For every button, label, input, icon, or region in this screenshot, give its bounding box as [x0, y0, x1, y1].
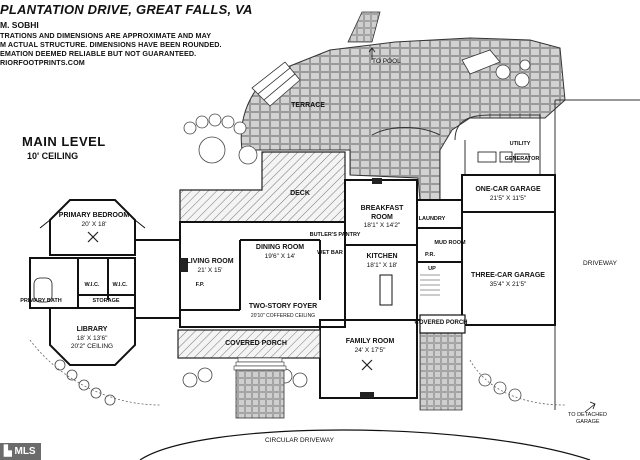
room-name: ONE-CAR GARAGE: [475, 186, 541, 193]
room-two-story-foyer: TWO-STORY FOYER 20'10" COFFERED CEILING: [249, 303, 317, 320]
room-deck: DECK: [290, 190, 310, 199]
mls-text: MLS: [14, 446, 36, 457]
deck: [179, 151, 346, 223]
mls-icon: ▙: [4, 446, 12, 457]
level-name: MAIN LEVEL: [22, 134, 106, 149]
label-laundry: LAUNDRY: [418, 216, 446, 222]
room-name: DECK: [290, 190, 310, 197]
header-website: RIORFOOTPRINTS.COM: [0, 58, 85, 67]
room-name: KITCHEN: [366, 253, 398, 260]
room-name: THREE-CAR GARAGE: [471, 272, 545, 279]
level-ceiling: 10' CEILING: [27, 151, 79, 161]
header-author: M. SOBHI: [0, 20, 39, 30]
room-name: TERRACE: [291, 102, 325, 109]
room-terrace: TERRACE: [291, 102, 325, 111]
kitchen-island: [379, 274, 393, 306]
room-one-car-garage: ONE-CAR GARAGE 21'5" X 11'5": [475, 186, 540, 203]
room-name: TWO-STORY FOYER: [248, 303, 318, 310]
label-circular-driveway: CIRCULAR DRIVEWAY: [265, 437, 334, 444]
room-dims: 20' X 18': [81, 220, 107, 228]
room-dims: 35'4" X 21'5": [489, 280, 527, 288]
room-dims: 19'6" X 14': [264, 252, 296, 260]
room-library: LIBRARY 18' X 13'6" 20'2" CEILING: [71, 326, 113, 352]
room-dims: 18'1" X 14'2": [363, 222, 401, 229]
room-dims: 18'1" X 18': [366, 261, 398, 269]
label-to-pool: TO POOL: [372, 58, 401, 65]
staircase: [420, 274, 440, 296]
label-wet-bar: WET BAR: [317, 250, 343, 256]
header-title: PLANTATION DRIVE, GREAT FALLS, VA: [0, 2, 253, 17]
label-mud-room: MUD ROOM: [434, 240, 466, 246]
room-ceiling: 20'10" COFFERED CEILING: [250, 312, 316, 319]
room-dims: 24' X 17'5": [354, 346, 386, 354]
room-name: FAMILY ROOM: [345, 338, 395, 345]
label-fp: F.P.: [195, 282, 205, 288]
front-walkway: [235, 369, 285, 419]
front-covered-porch: [177, 329, 321, 359]
label-generator: GENERATOR: [504, 156, 540, 162]
label-garage: GARAGE: [576, 419, 600, 425]
room-dims: 21'5" X 11'5": [489, 194, 527, 202]
mls-watermark: ▙ MLS: [0, 443, 41, 460]
room-name: LIBRARY: [76, 326, 108, 333]
driveway-lines: [454, 99, 640, 410]
label-storage: STORAGE: [92, 298, 120, 304]
room-dining-room: DINING ROOM 19'6" X 14': [256, 244, 304, 261]
room-name-line2: ROOM: [371, 213, 393, 221]
room-primary-bedroom: PRIMARY BEDROOM 20' X 18': [59, 212, 129, 229]
room-dims: 18' X 13'6": [76, 334, 108, 342]
room-dims: 21' X 15': [197, 266, 223, 274]
label-pr: P.R.: [425, 252, 435, 258]
label-wic-2: W.I.C.: [112, 282, 128, 288]
header-disclaimer-1: TRATIONS AND DIMENSIONS ARE APPROXIMATE …: [0, 31, 212, 40]
label-primary-bath: PRIMARY BATH: [20, 298, 62, 304]
room-name: COVERED PORCH: [414, 320, 468, 326]
room-name: LIVING ROOM: [186, 258, 234, 265]
room-kitchen: KITCHEN 18'1" X 18': [366, 253, 397, 270]
label-up: UP: [428, 266, 436, 272]
label-driveway: DRIVEWAY: [583, 260, 617, 267]
house-walls: [29, 174, 556, 399]
room-name: BREAKFAST: [360, 205, 404, 212]
landscape-shrubs: [54, 59, 531, 406]
room-covered-porch-side: COVERED PORCH: [414, 319, 467, 328]
terrace-steps: [251, 61, 301, 107]
room-living-room: LIVING ROOM 21' X 15': [186, 258, 233, 275]
label-utility: UTILITY: [509, 141, 531, 147]
header-disclaimer-3: EMATION DEEMED RELIABLE BUT NOT GUARANTE…: [0, 49, 197, 58]
label-to-detached: TO DETACHED: [568, 412, 607, 418]
room-name: COVERED PORCH: [225, 340, 287, 347]
room-name: PRIMARY BEDROOM: [58, 212, 130, 219]
room-covered-porch-front: COVERED PORCH: [225, 340, 287, 349]
bathtub: [33, 277, 53, 303]
room-breakfast-room: BREAKFAST ROOM 18'1" X 14'2": [361, 205, 404, 231]
header-disclaimer-2: M ACTUAL STRUCTURE. DIMENSIONS HAVE BEEN…: [0, 40, 222, 49]
label-butlers-pantry: BUTLER'S PANTRY: [309, 232, 361, 238]
label-wic-1: W.I.C.: [84, 282, 100, 288]
room-family-room: FAMILY ROOM 24' X 17'5": [346, 338, 395, 355]
room-ceiling: 20'2" CEILING: [70, 343, 114, 350]
room-name: DINING ROOM: [255, 244, 305, 251]
circular-driveway: [139, 429, 591, 460]
room-three-car-garage: THREE-CAR GARAGE 35'4" X 21'5": [471, 272, 545, 289]
